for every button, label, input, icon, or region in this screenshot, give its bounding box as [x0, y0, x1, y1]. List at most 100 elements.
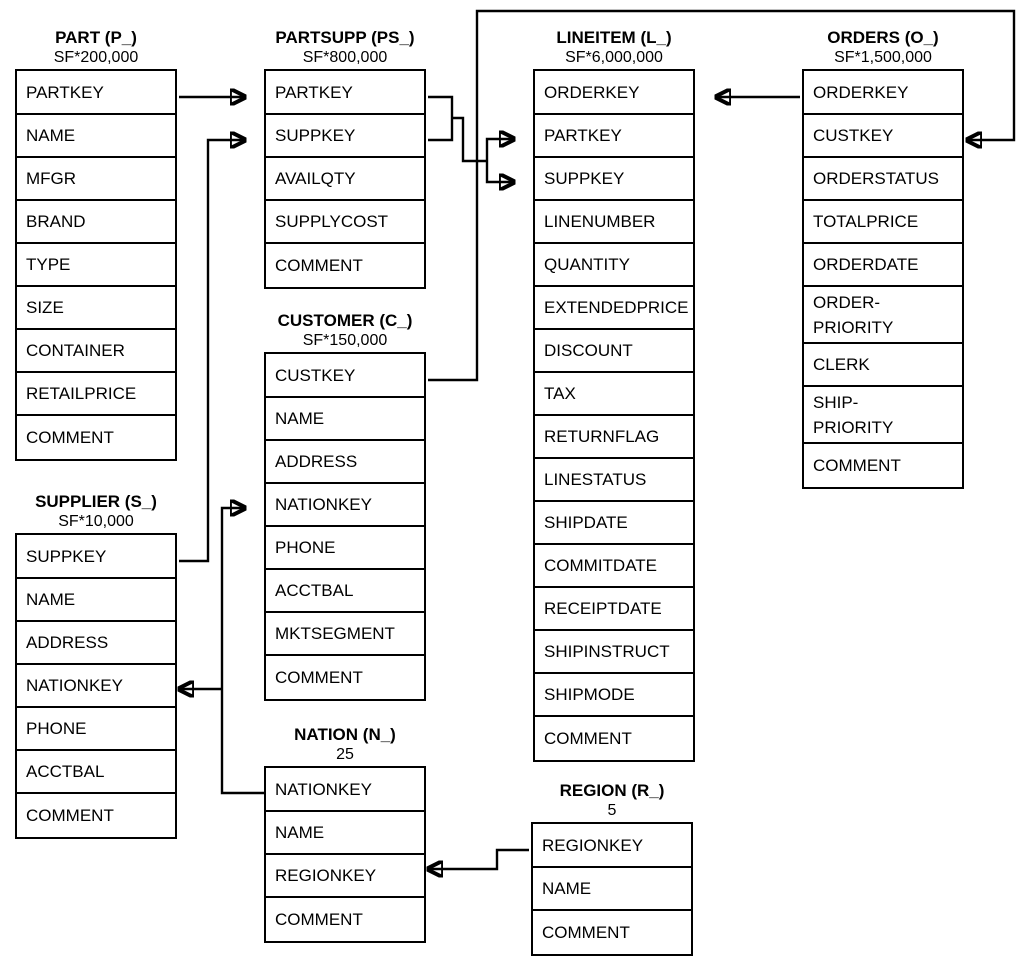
entity-lineitem-cardinality: SF*6,000,000 [565, 49, 663, 66]
field-part-name: NAME [17, 115, 175, 158]
field-orders-comment: COMMENT [804, 444, 962, 487]
field-supplier-suppkey: SUPPKEY [17, 535, 175, 579]
entity-region-box: REGIONKEY NAME COMMENT [531, 822, 693, 956]
field-part-mfgr: MFGR [17, 158, 175, 201]
field-customer-phone: PHONE [266, 527, 424, 570]
entity-nation-cardinality: 25 [336, 746, 354, 763]
link-partsupp-to-lineitem-partkey [485, 139, 514, 161]
field-partsupp-availqty: AVAILQTY [266, 158, 424, 201]
field-partsupp-suppkey: SUPPKEY [266, 115, 424, 158]
entity-partsupp[interactable]: PARTSUPP (PS_) SF*800,000 PARTKEY SUPPKE… [264, 28, 426, 289]
link-supplier-suppkey-to-partsupp-suppkey [179, 140, 245, 563]
field-orders-totalprice: TOTALPRICE [804, 201, 962, 244]
field-part-container: CONTAINER [17, 330, 175, 373]
field-orders-clerk: CLERK [804, 344, 962, 387]
field-lineitem-linenumber: LINENUMBER [535, 201, 693, 244]
field-supplier-comment: COMMENT [17, 794, 175, 837]
field-customer-mktsegment: MKTSEGMENT [266, 613, 424, 656]
field-customer-name: NAME [266, 398, 424, 441]
field-customer-address: ADDRESS [266, 441, 424, 484]
field-region-regionkey: REGIONKEY [533, 824, 691, 868]
field-lineitem-quantity: QUANTITY [535, 244, 693, 287]
field-lineitem-returnflag: RETURNFLAG [535, 416, 693, 459]
entity-supplier-title: SUPPLIER (S_) [35, 492, 157, 511]
field-lineitem-orderkey: ORDERKEY [535, 71, 693, 115]
field-orders-orderpriority: ORDER- PRIORITY [804, 287, 962, 344]
field-customer-custkey: CUSTKEY [266, 354, 424, 398]
field-lineitem-partkey: PARTKEY [535, 115, 693, 158]
field-partsupp-comment: COMMENT [266, 244, 424, 287]
entity-part-box: PARTKEY NAME MFGR BRAND TYPE SIZE CONTAI… [15, 69, 177, 461]
entity-orders-title: ORDERS (O_) [827, 28, 939, 47]
entity-customer-box: CUSTKEY NAME ADDRESS NATIONKEY PHONE ACC… [264, 352, 426, 701]
entity-nation[interactable]: NATION (N_) 25 NATIONKEY NAME REGIONKEY … [264, 725, 426, 943]
entity-region-title: REGION (R_) [559, 781, 665, 800]
field-nation-regionkey: REGIONKEY [266, 855, 424, 898]
field-lineitem-comment: COMMENT [535, 717, 693, 760]
field-lineitem-extendedprice: EXTENDEDPRICE [535, 287, 693, 330]
field-lineitem-shipdate: SHIPDATE [535, 502, 693, 545]
field-region-comment: COMMENT [533, 911, 691, 954]
entity-lineitem-box: ORDERKEY PARTKEY SUPPKEY LINENUMBER QUAN… [533, 69, 695, 762]
entity-orders-cardinality: SF*1,500,000 [834, 49, 932, 66]
entity-part-title: PART (P_) [55, 28, 137, 47]
field-lineitem-shipmode: SHIPMODE [535, 674, 693, 717]
field-orders-custkey: CUSTKEY [804, 115, 962, 158]
entity-partsupp-box: PARTKEY SUPPKEY AVAILQTY SUPPLYCOST COMM… [264, 69, 426, 289]
link-partsupp-bracket-stem [452, 116, 487, 163]
link-partsupp-partkey-bracket [428, 95, 454, 118]
field-nation-nationkey: NATIONKEY [266, 768, 424, 812]
entity-part-cardinality: SF*200,000 [53, 49, 139, 66]
link-nation-nationkey-stem [220, 508, 264, 795]
field-part-comment: COMMENT [17, 416, 175, 459]
entity-partsupp-cardinality: SF*800,000 [302, 49, 388, 66]
link-region-regionkey-to-nation-regionkey [428, 848, 529, 869]
entity-customer-title: CUSTOMER (C_) [277, 311, 413, 330]
entity-nation-box: NATIONKEY NAME REGIONKEY COMMENT [264, 766, 426, 943]
entity-supplier[interactable]: SUPPLIER (S_) SF*10,000 SUPPKEY NAME ADD… [15, 492, 177, 839]
field-part-size: SIZE [17, 287, 175, 330]
field-supplier-phone: PHONE [17, 708, 175, 751]
field-part-partkey: PARTKEY [17, 71, 175, 115]
entity-part[interactable]: PART (P_) SF*200,000 PARTKEY NAME MFGR B… [15, 28, 177, 461]
field-customer-acctbal: ACCTBAL [266, 570, 424, 613]
field-part-retailprice: RETAILPRICE [17, 373, 175, 416]
field-part-brand: BRAND [17, 201, 175, 244]
field-supplier-address: ADDRESS [17, 622, 175, 665]
entity-supplier-box: SUPPKEY NAME ADDRESS NATIONKEY PHONE ACC… [15, 533, 177, 839]
entity-orders-box: ORDERKEY CUSTKEY ORDERSTATUS TOTALPRICE … [802, 69, 964, 489]
field-supplier-acctbal: ACCTBAL [17, 751, 175, 794]
entity-lineitem[interactable]: LINEITEM (L_) SF*6,000,000 ORDERKEY PART… [533, 28, 695, 762]
field-supplier-name: NAME [17, 579, 175, 622]
entity-nation-title: NATION (N_) [294, 725, 396, 744]
field-lineitem-linestatus: LINESTATUS [535, 459, 693, 502]
field-partsupp-supplycost: SUPPLYCOST [266, 201, 424, 244]
field-lineitem-receiptdate: RECEIPTDATE [535, 588, 693, 631]
field-orders-orderstatus: ORDERSTATUS [804, 158, 962, 201]
link-partsupp-to-lineitem-suppkey [485, 161, 514, 182]
entity-customer[interactable]: CUSTOMER (C_) SF*150,000 CUSTKEY NAME AD… [264, 311, 426, 701]
field-part-type: TYPE [17, 244, 175, 287]
field-lineitem-tax: TAX [535, 373, 693, 416]
field-region-name: NAME [533, 868, 691, 911]
field-lineitem-commitdate: COMMITDATE [535, 545, 693, 588]
entity-supplier-cardinality: SF*10,000 [58, 513, 134, 530]
entity-customer-cardinality: SF*150,000 [302, 332, 388, 349]
entity-partsupp-title: PARTSUPP (PS_) [275, 28, 415, 47]
link-partsupp-suppkey-bracket [428, 118, 454, 142]
field-partsupp-partkey: PARTKEY [266, 71, 424, 115]
field-orders-orderkey: ORDERKEY [804, 71, 962, 115]
entity-lineitem-title: LINEITEM (L_) [556, 28, 672, 47]
field-orders-shippriority: SHIP- PRIORITY [804, 387, 962, 444]
entity-region-cardinality: 5 [607, 802, 617, 819]
entity-orders[interactable]: ORDERS (O_) SF*1,500,000 ORDERKEY CUSTKE… [802, 28, 964, 489]
field-customer-nationkey: NATIONKEY [266, 484, 424, 527]
field-supplier-nationkey: NATIONKEY [17, 665, 175, 708]
field-customer-comment: COMMENT [266, 656, 424, 699]
field-orders-orderdate: ORDERDATE [804, 244, 962, 287]
field-lineitem-discount: DISCOUNT [535, 330, 693, 373]
entity-region[interactable]: REGION (R_) 5 REGIONKEY NAME COMMENT [531, 781, 693, 956]
field-nation-comment: COMMENT [266, 898, 424, 941]
field-lineitem-shipinstruct: SHIPINSTRUCT [535, 631, 693, 674]
